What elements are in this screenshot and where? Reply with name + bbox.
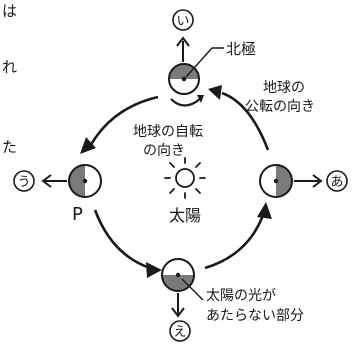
rotation-label-line1: 地球の自転	[133, 124, 203, 140]
revolution-label-line1: 地球の	[263, 80, 305, 96]
orbit-arc-bottom-right	[204, 202, 272, 270]
margin-text-3: た	[2, 138, 17, 156]
orbit-arc-left-bottom	[93, 209, 162, 278]
revolution-label-line2: 公転の向き	[245, 99, 315, 115]
direction-i-marker: い	[172, 9, 194, 31]
sun-label: 太陽	[169, 206, 201, 225]
orbit-arc-top-left	[80, 95, 159, 154]
earth-left	[68, 164, 102, 198]
north-pole-label: 北極	[226, 40, 256, 58]
shadow-leader	[181, 278, 204, 301]
margin-text-1: は	[2, 2, 17, 20]
margin-text-2: れ	[2, 58, 17, 76]
arrow-to-u	[41, 174, 67, 188]
direction-i-label: い	[176, 14, 189, 29]
direction-u-label: う	[17, 175, 30, 190]
earth-right	[259, 164, 293, 198]
arrow-to-i	[176, 36, 190, 62]
north-pole-leader	[185, 47, 224, 78]
shadow-label-line2: あたらない部分	[206, 308, 304, 324]
direction-u-marker: う	[13, 170, 35, 192]
direction-a-marker: あ	[326, 170, 348, 192]
rotation-label-line2: の向き	[143, 143, 185, 159]
north-pole-dot	[181, 76, 187, 82]
rotation-arrow	[170, 95, 204, 107]
shadow-label-line1: 太陽の光が	[206, 288, 276, 304]
earth-bottom	[161, 258, 195, 292]
orbit-arc-right-top	[208, 85, 270, 151]
position-p-label: P	[72, 204, 83, 225]
direction-e-label: え	[173, 325, 186, 340]
sun-icon	[164, 157, 206, 199]
direction-a-label: あ	[330, 175, 343, 190]
direction-e-marker: え	[169, 320, 191, 342]
arrow-to-a	[294, 174, 323, 188]
arrow-to-e	[171, 293, 185, 318]
